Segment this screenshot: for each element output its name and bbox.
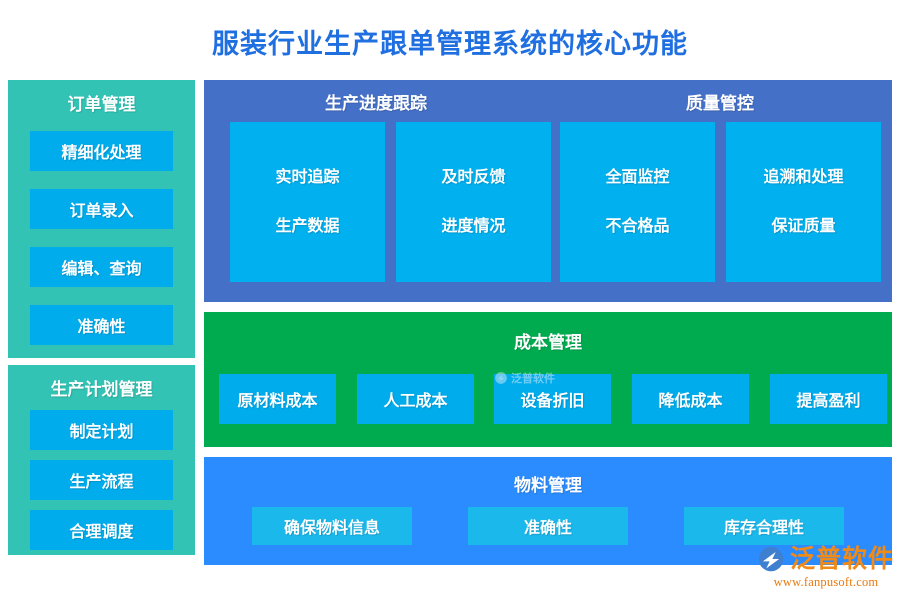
fanpu-swoosh-icon <box>758 546 784 572</box>
progress-card-2-line1: 及时反馈 <box>441 168 506 186</box>
progress-card-timely-feedback[interactable]: 及时反馈 进度情况 <box>396 122 551 282</box>
quality-control-title: 质量管控 <box>686 94 754 113</box>
order-item-accuracy[interactable]: 准确性 <box>30 305 173 345</box>
progress-card-1-line2: 生产数据 <box>275 217 340 235</box>
material-management-panel: 物料管理 确保物料信息 准确性 库存合理性 <box>204 457 892 565</box>
plan-item-make-plan[interactable]: 制定计划 <box>30 410 173 450</box>
cost-item-raw-material[interactable]: 原材料成本 <box>219 374 336 424</box>
cost-item-equipment-depreciation[interactable]: 设备折旧 <box>494 374 611 424</box>
order-item-edit-query[interactable]: 编辑、查询 <box>30 247 173 287</box>
order-management-title: 订单管理 <box>67 95 136 114</box>
progress-card-3-line1: 全面监控 <box>605 168 670 186</box>
cost-item-increase-profit[interactable]: 提高盈利 <box>770 374 887 424</box>
production-progress-title: 生产进度跟踪 <box>325 94 427 113</box>
progress-card-full-monitoring[interactable]: 全面监控 不合格品 <box>560 122 715 282</box>
order-item-refined-processing[interactable]: 精细化处理 <box>30 131 173 171</box>
progress-card-2-line2: 进度情况 <box>441 217 506 235</box>
brand-name: 泛普软件 <box>790 544 895 573</box>
progress-card-4-line1: 追溯和处理 <box>763 168 844 186</box>
cost-management-panel: 成本管理 原材料成本 人工成本 设备折旧 降低成本 提高盈利 <box>204 312 892 447</box>
material-management-title: 物料管理 <box>514 476 582 495</box>
plan-item-production-flow[interactable]: 生产流程 <box>30 460 173 500</box>
page-title: 服装行业生产跟单管理系统的核心功能 <box>212 29 688 59</box>
cost-item-labor[interactable]: 人工成本 <box>357 374 474 424</box>
cost-management-title: 成本管理 <box>514 333 582 352</box>
production-plan-title: 生产计划管理 <box>50 380 153 399</box>
progress-card-3-line2: 不合格品 <box>605 217 670 235</box>
cost-item-reduce-cost[interactable]: 降低成本 <box>632 374 749 424</box>
material-item-inventory-rationality[interactable]: 库存合理性 <box>684 507 844 545</box>
material-item-ensure-material-info[interactable]: 确保物料信息 <box>252 507 412 545</box>
progress-and-quality-panel: 生产进度跟踪 质量管控 实时追踪 生产数据 及时反馈 进度情况 全面监控 不合格… <box>204 80 892 302</box>
brand-url: www.fanpusoft.com <box>773 575 879 589</box>
progress-card-4-line2: 保证质量 <box>771 217 836 235</box>
progress-card-realtime-tracking[interactable]: 实时追踪 生产数据 <box>230 122 385 282</box>
plan-item-reasonable-scheduling[interactable]: 合理调度 <box>30 510 173 550</box>
order-item-order-entry[interactable]: 订单录入 <box>30 189 173 229</box>
progress-panel-titles: 生产进度跟踪 质量管控 <box>204 89 892 113</box>
progress-card-traceability-handling[interactable]: 追溯和处理 保证质量 <box>726 122 881 282</box>
brand-logo-row: 泛普软件 <box>756 545 896 573</box>
material-item-accuracy[interactable]: 准确性 <box>468 507 628 545</box>
progress-card-1-line1: 实时追踪 <box>275 168 340 186</box>
brand-logo: 泛普软件 www.fanpusoft.com <box>756 545 896 593</box>
production-plan-panel: 生产计划管理 制定计划 生产流程 合理调度 <box>8 365 195 555</box>
order-management-panel: 订单管理 精细化处理 订单录入 编辑、查询 准确性 <box>8 80 195 358</box>
